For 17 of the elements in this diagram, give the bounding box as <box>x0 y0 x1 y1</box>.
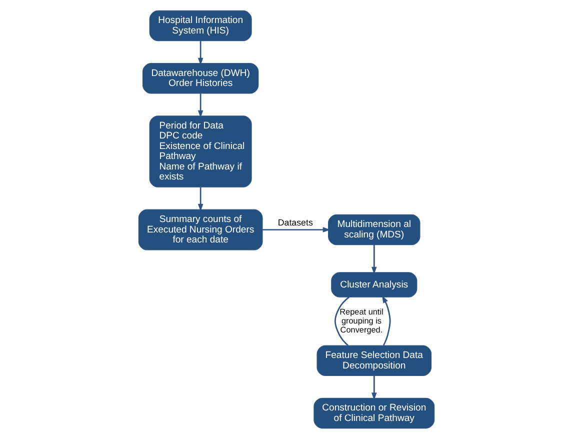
node-box: Cluster Analysis <box>331 272 418 298</box>
arrow <box>382 295 391 346</box>
node-box: Construction or Revision of Clinical Pathway <box>314 398 435 429</box>
node-box: Feature Selection Data Decomposition <box>316 345 432 376</box>
connector <box>334 296 350 346</box>
arrow <box>198 187 204 212</box>
edge-label: Datasets <box>278 217 313 228</box>
arrow <box>372 376 377 400</box>
node-box: Summary counts of Executed Nursing Orders for each date <box>138 209 263 250</box>
node-box: Multidimension al scaling (MDS) <box>328 214 420 246</box>
node-box: Datawarehouse (DWH) Order Histories <box>142 63 259 94</box>
arrow <box>198 94 204 118</box>
arrow <box>198 41 204 66</box>
arrow <box>372 244 377 274</box>
node-box: Hospital Information System (HIS) <box>149 10 252 42</box>
arrow <box>262 227 330 232</box>
node-box: Period for Data DPC code Existence of Clinical Pathway Name of Pathway if exists <box>149 116 252 188</box>
